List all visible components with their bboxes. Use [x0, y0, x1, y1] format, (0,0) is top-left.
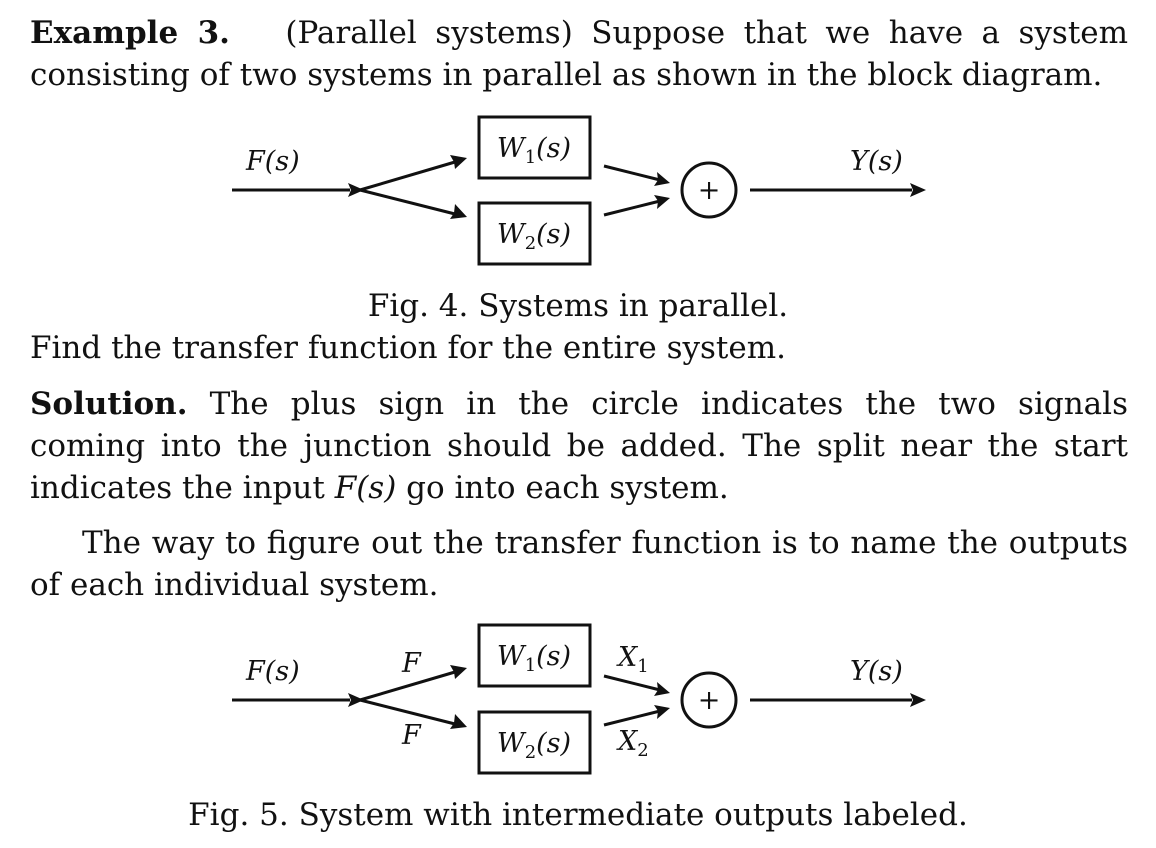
fig4-block-w1 — [477, 115, 592, 180]
fig5-input-label: F(s) — [245, 656, 300, 687]
fig4-block-w2 — [477, 201, 592, 266]
solution-paragraph: Solution. The plus sign in the circle in… — [30, 383, 1128, 509]
fig5-block-w2 — [477, 710, 592, 775]
fig5-split-upper-arrowhead — [450, 665, 467, 679]
fig5-output-x1-label: X1 — [616, 642, 649, 677]
fig5-block-w1-label: W1(s) — [497, 641, 571, 676]
fig5-block-w1 — [477, 623, 592, 688]
fig5-branch-label-top: F — [401, 648, 422, 679]
fig5-branch-label-bottom: F — [401, 720, 422, 751]
paragraph-2: The way to figure out the transfer funct… — [30, 525, 1128, 603]
fig5-output-arrowhead — [910, 693, 926, 707]
fig4-w2-output-wire — [603, 199, 661, 217]
example-paragraph: Example 3. (Parallel systems) Suppose th… — [30, 12, 1128, 96]
fig5-output-label: Y(s) — [850, 656, 903, 687]
example-text: (Parallel systems) Suppose that we have … — [30, 15, 1129, 93]
solution-text-2: go into each system. — [406, 470, 729, 506]
question-text: Find the transfer function for the entir… — [30, 330, 786, 366]
fig5-w2-output-wire — [603, 709, 661, 727]
fig5-block-w2-label: W2(s) — [497, 728, 571, 763]
solution-text-1: The plus sign in the circle indicates th… — [30, 386, 1128, 506]
figure-4-diagram: F(s) W1(s) W2(s) + Y(s) — [232, 115, 926, 266]
solution-heading: Solution. — [30, 386, 188, 422]
fig5-w2-output-arrowhead — [654, 705, 670, 719]
fig4-input-arrowhead — [348, 183, 364, 197]
fig5-split-lower — [359, 698, 456, 726]
fig4-w1-output-wire — [603, 164, 661, 182]
fig4-summing-junction — [680, 161, 738, 219]
fig5-junction-plus: + — [698, 685, 721, 716]
fig5-w1-output-arrowhead — [654, 682, 670, 696]
fig5-summing-junction — [680, 671, 738, 729]
fig5-split-upper — [359, 670, 456, 702]
fig5-split-lower-arrowhead — [450, 714, 467, 729]
fig5-output-x2-label: X2 — [616, 726, 649, 761]
figure-5-diagram: F(s) F F W1(s) W2(s) X1 X2 + Y(s) — [232, 623, 926, 775]
fig4-output-arrowhead — [910, 183, 926, 197]
fig4-caption: Fig. 4. Systems in parallel. — [367, 288, 789, 324]
fig4-output-label: Y(s) — [850, 146, 903, 177]
fig4-w2-output-arrowhead — [654, 195, 670, 209]
fig4-split-upper-arrowhead — [450, 155, 467, 169]
fig5-caption: Fig. 5. System with intermediate outputs… — [188, 797, 968, 833]
fig4-split-lower-arrowhead — [450, 204, 467, 219]
fig4-block-w2-label: W2(s) — [497, 219, 571, 254]
fig4-junction-plus: + — [698, 175, 721, 206]
fig4-split-upper — [359, 160, 456, 192]
fig4-w1-output-arrowhead — [654, 172, 670, 186]
fig5-w1-output-wire — [603, 674, 661, 692]
example-heading: Example 3. — [30, 15, 230, 51]
solution-math: F(s) — [334, 470, 397, 506]
fig4-split-lower — [359, 188, 456, 216]
fig4-input-label: F(s) — [245, 146, 300, 177]
fig5-input-arrowhead — [348, 693, 364, 707]
fig4-block-w1-label: W1(s) — [497, 133, 571, 168]
